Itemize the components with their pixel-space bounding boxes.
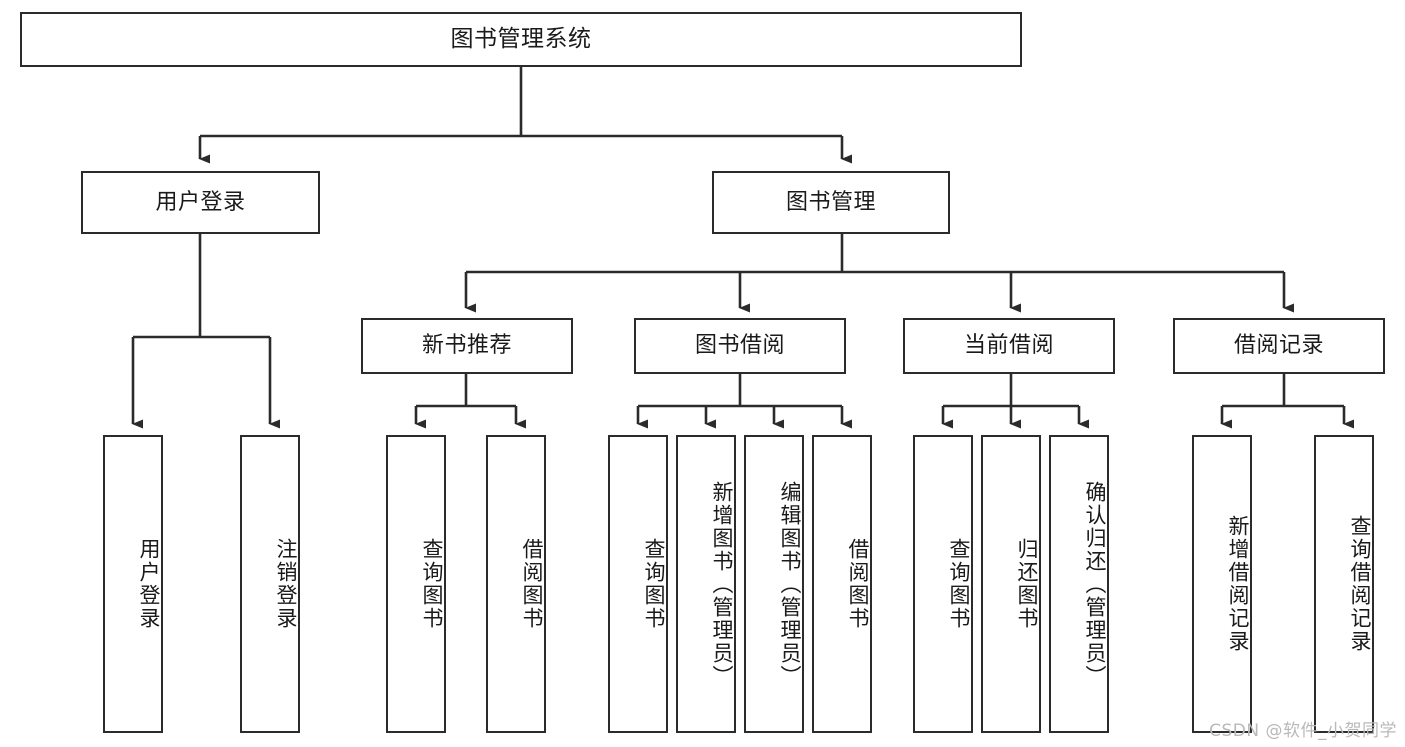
node-label: 查询图书 [642,538,666,630]
leaf-query-book-current[interactable]: 查询图书 [913,435,973,733]
node-label: 借阅图书 [846,538,870,630]
node-label: 当前借阅 [963,333,1054,359]
node-root-system[interactable]: 图书管理系统 [20,12,1022,67]
node-label: 用户登录 [137,538,161,630]
leaf-return-book[interactable]: 归还图书 [981,435,1041,733]
node-borrow-record[interactable]: 借阅记录 [1173,318,1385,374]
node-current-borrow[interactable]: 当前借阅 [903,318,1115,374]
node-label: 新增图书（管理员） [710,480,734,688]
node-label: 注销登录 [274,538,298,630]
node-new-book-recommend[interactable]: 新书推荐 [361,318,573,374]
node-user-login[interactable]: 用户登录 [81,171,320,234]
node-label: 用户登录 [155,189,246,215]
leaf-query-book-borrow[interactable]: 查询图书 [608,435,668,733]
node-label: 编辑图书（管理员） [778,480,802,688]
node-label: 新增借阅记录 [1226,515,1250,653]
node-label: 图书借阅 [694,333,785,359]
node-label: 确认归还（管理员） [1083,480,1107,688]
leaf-query-book-recommend[interactable]: 查询图书 [386,435,446,733]
node-book-manage[interactable]: 图书管理 [712,171,950,234]
leaf-user-login[interactable]: 用户登录 [103,435,163,733]
leaf-user-logout[interactable]: 注销登录 [240,435,300,733]
node-label: 图书管理 [785,189,876,215]
leaf-add-book-admin[interactable]: 新增图书（管理员） [676,435,736,733]
node-label: 借阅图书 [520,538,544,630]
leaf-query-borrow-record[interactable]: 查询借阅记录 [1314,435,1374,733]
node-label: 查询图书 [947,538,971,630]
leaf-borrow-book-recommend[interactable]: 借阅图书 [486,435,546,733]
leaf-borrow-book[interactable]: 借阅图书 [812,435,872,733]
node-book-borrow[interactable]: 图书借阅 [634,318,846,374]
leaf-confirm-return-admin[interactable]: 确认归还（管理员） [1049,435,1109,733]
node-label: 查询借阅记录 [1348,515,1372,653]
node-label: 借阅记录 [1233,333,1324,359]
leaf-add-borrow-record[interactable]: 新增借阅记录 [1192,435,1252,733]
node-label: 查询图书 [420,538,444,630]
node-label: 归还图书 [1015,538,1039,630]
node-label: 新书推荐 [421,333,512,359]
leaf-edit-book-admin[interactable]: 编辑图书（管理员） [744,435,804,733]
watermark-text: CSDN @软件_小贺同学 [1209,721,1397,741]
node-label: 图书管理系统 [450,25,592,52]
